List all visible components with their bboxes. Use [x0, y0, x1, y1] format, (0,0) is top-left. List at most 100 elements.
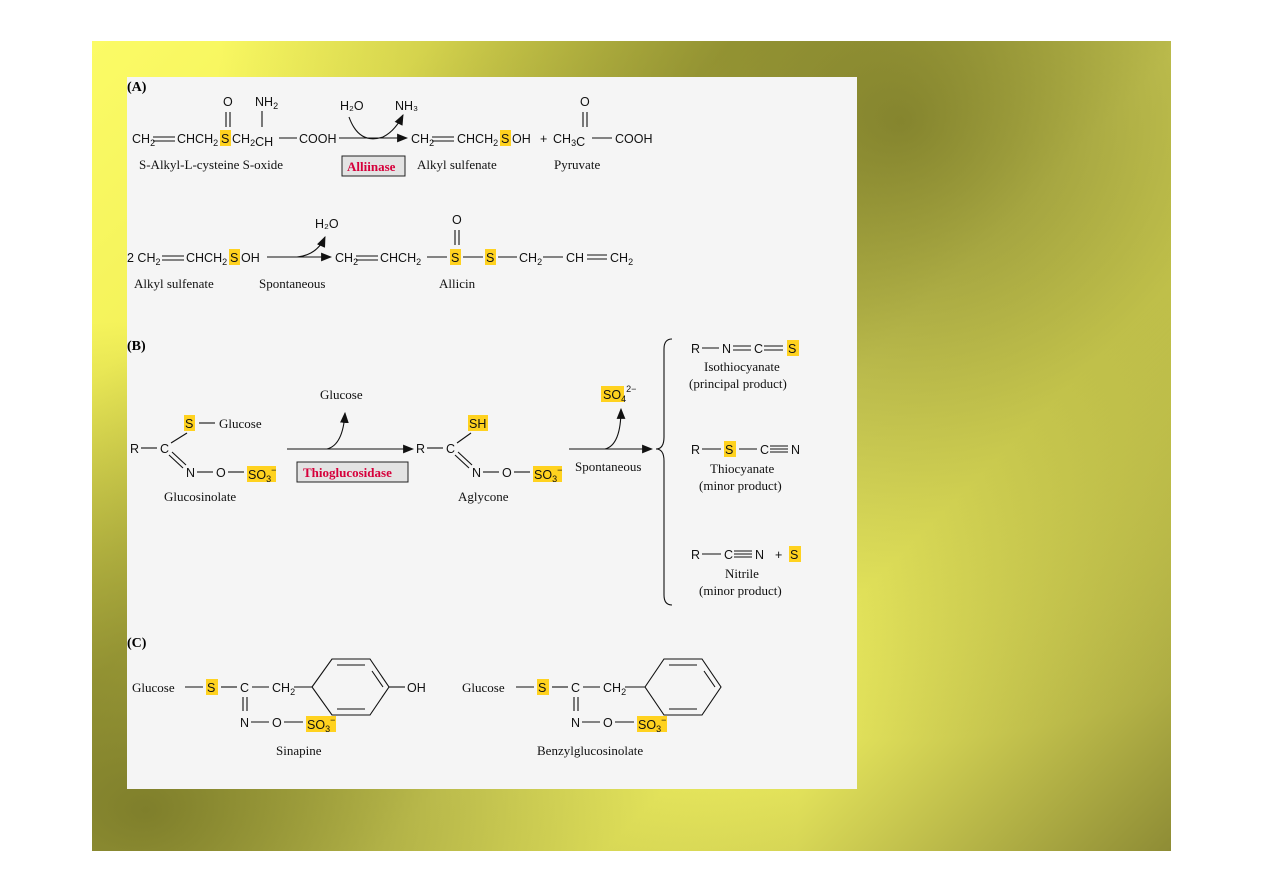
isothiocyanate-structure: R N C S	[691, 340, 799, 356]
svg-text:C: C	[760, 443, 769, 457]
condition-spontaneous-a: Spontaneous	[259, 276, 325, 291]
water-label-a2: H₂O	[315, 217, 339, 231]
substrate-name-a: S-Alkyl-L-cysteine S-oxide	[139, 157, 283, 172]
svg-text:S: S	[230, 251, 238, 265]
svg-text:2 CH2: 2 CH2	[127, 251, 161, 267]
svg-text:CH2: CH2	[610, 251, 633, 267]
svg-text:+: +	[775, 548, 782, 562]
substrate-structure-a: O NH2 CH2 CHCH2 S CH2CH COOH	[132, 95, 337, 149]
svg-text:CH2: CH2	[335, 251, 358, 267]
svg-text:NH2: NH2	[255, 95, 278, 111]
svg-text:C: C	[724, 548, 733, 562]
svg-text:R: R	[130, 442, 139, 456]
svg-text:Glucose: Glucose	[132, 680, 175, 695]
side-arrow-b2	[604, 407, 626, 450]
svg-text:CHCH2: CHCH2	[380, 251, 421, 267]
product-note-minor-2: (minor product)	[699, 583, 782, 598]
product-name-allicin: Allicin	[439, 276, 476, 291]
enzyme-box-b	[296, 461, 409, 483]
svg-text:S: S	[207, 681, 215, 695]
svg-text:O: O	[272, 716, 282, 730]
intermediate-name-aglycone: Aglycone	[458, 489, 509, 504]
water-label-a: H₂O	[340, 99, 364, 113]
svg-text:O: O	[223, 95, 233, 109]
ammonia-label-a: NH₃	[395, 99, 418, 113]
svg-text:N: N	[186, 466, 195, 480]
svg-text:N: N	[791, 443, 800, 457]
svg-text:O: O	[580, 95, 590, 109]
panel-c-label: (C)	[127, 636, 147, 651]
svg-text:N: N	[240, 716, 249, 730]
svg-text:R: R	[691, 342, 700, 356]
product-name-sulfenate: Alkyl sulfenate	[417, 157, 497, 172]
svg-text:+: +	[540, 132, 547, 146]
svg-text:N: N	[722, 342, 731, 356]
svg-text:C: C	[160, 442, 169, 456]
svg-text:COOH: COOH	[615, 132, 653, 146]
glucosinolate-structure: S Glucose R C N O SO3−	[130, 415, 276, 484]
svg-text:CH2: CH2	[132, 132, 155, 148]
svg-text:O: O	[603, 716, 613, 730]
svg-text:CH2: CH2	[411, 132, 434, 148]
svg-text:S: S	[725, 443, 733, 457]
panel-a-label: (A)	[127, 80, 147, 95]
svg-text:C: C	[754, 342, 763, 356]
svg-text:S: S	[185, 417, 193, 431]
condition-spontaneous-b: Spontaneous	[575, 459, 641, 474]
svg-text:Glucose: Glucose	[219, 416, 262, 431]
thiocyanate-structure: R S C N	[691, 441, 800, 457]
svg-text:OH: OH	[407, 681, 426, 695]
allicin-structure: CH2 CHCH2 O S S CH2 CH CH2	[335, 213, 633, 267]
svg-text:Glucose: Glucose	[462, 680, 505, 695]
nitrile-structure: R C N + S	[691, 546, 801, 562]
svg-text:CH2: CH2	[603, 681, 626, 697]
svg-text:S: S	[788, 342, 796, 356]
svg-text:COOH: COOH	[299, 132, 337, 146]
svg-text:OH: OH	[512, 132, 531, 146]
svg-text:C: C	[571, 681, 580, 695]
panel-b-label: (B)	[127, 339, 146, 354]
sulfate-highlight	[601, 386, 624, 402]
svg-text:O: O	[216, 466, 226, 480]
svg-text:S: S	[538, 681, 546, 695]
enzyme-box-a	[341, 155, 406, 177]
svg-text:N: N	[755, 548, 764, 562]
svg-text:S: S	[451, 251, 459, 265]
product-name-thiocyanate: Thiocyanate	[710, 461, 774, 476]
substrate-name-glucosinolate: Glucosinolate	[164, 489, 236, 504]
product-name-nitrile: Nitrile	[725, 566, 759, 581]
pyruvate-structure: O CH3C COOH	[553, 95, 653, 149]
svg-text:CH: CH	[566, 251, 584, 265]
svg-text:CHCH2: CHCH2	[186, 251, 227, 267]
aglycone-structure: SH R C N O SO3−	[416, 415, 562, 484]
svg-text:CH2: CH2	[519, 251, 542, 267]
compound-name-sinapine: Sinapine	[276, 743, 322, 758]
svg-text:CH2: CH2	[272, 681, 295, 697]
svg-text:CH3C: CH3C	[553, 132, 585, 149]
svg-text:SH: SH	[469, 417, 486, 431]
svg-text:S: S	[790, 548, 798, 562]
svg-text:S: S	[221, 132, 229, 146]
svg-text:R: R	[416, 442, 425, 456]
benzylglucosinolate-structure: Glucose S C N O SO3− CH2	[462, 658, 722, 734]
svg-text:R: R	[691, 548, 700, 562]
svg-text:N: N	[571, 716, 580, 730]
product-note-minor-1: (minor product)	[699, 478, 782, 493]
svg-text:C: C	[240, 681, 249, 695]
svg-text:CH2CH: CH2CH	[232, 132, 273, 149]
diagram-panel: (A) O NH2 CH2 CHCH2 S CH2CH COOH S-Alkyl…	[127, 77, 857, 789]
side-arrow-a	[348, 114, 404, 140]
enzyme-alliinase: Alliinase	[347, 159, 396, 174]
svg-text:O: O	[502, 466, 512, 480]
compound-name-benzylglucosinolate: Benzylglucosinolate	[537, 743, 643, 758]
svg-text:O: O	[452, 213, 462, 227]
sinapine-structure: Glucose S C N O SO3− CH2 OH	[132, 658, 426, 734]
reactant-name-sulfenate: Alkyl sulfenate	[134, 276, 214, 291]
side-arrow-a2	[296, 235, 326, 258]
svg-text:CHCH2: CHCH2	[177, 132, 218, 148]
reaction-diagram: (A) O NH2 CH2 CHCH2 S CH2CH COOH S-Alkyl…	[127, 80, 801, 758]
svg-text:S: S	[501, 132, 509, 146]
side-arrow-b1	[326, 411, 349, 450]
product-name-isothiocyanate: Isothiocyanate	[704, 359, 780, 374]
svg-text:R: R	[691, 443, 700, 457]
